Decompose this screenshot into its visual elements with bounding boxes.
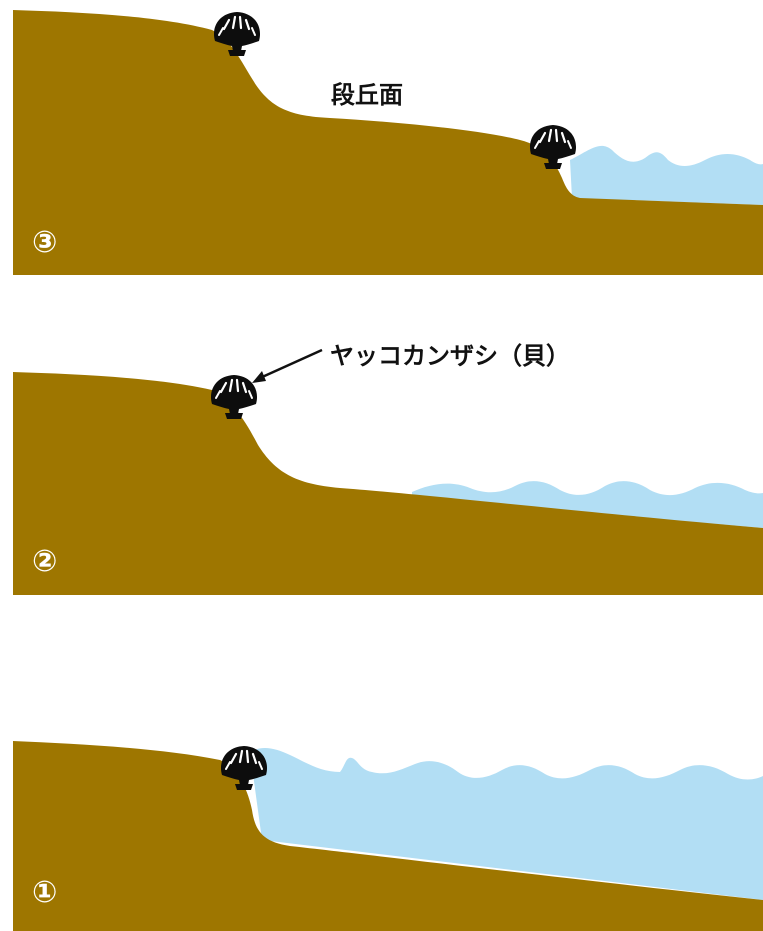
shell-name-label: ヤッコカンザシ（貝）: [330, 342, 570, 370]
sea-stage-2: [412, 481, 763, 528]
sea-stage-3: [570, 145, 763, 205]
sea-stage-1: [250, 748, 763, 900]
pointer-arrow-head: [252, 371, 266, 383]
land-stage-3: [13, 10, 763, 275]
panel-stage-3: 段丘面 ③: [13, 10, 763, 275]
stage-number-1: ①: [32, 875, 57, 910]
panel-stage-1: ①: [13, 741, 763, 931]
pointer-arrow-line: [259, 348, 323, 380]
land-stage-2: [13, 372, 763, 595]
stage-number-2: ②: [32, 544, 57, 579]
stage-number-3: ③: [32, 225, 57, 260]
panel-stage-2: ヤッコカンザシ（貝） ②: [13, 342, 763, 595]
terrace-surface-label: 段丘面: [331, 81, 403, 109]
land-stage-1: [13, 741, 763, 931]
